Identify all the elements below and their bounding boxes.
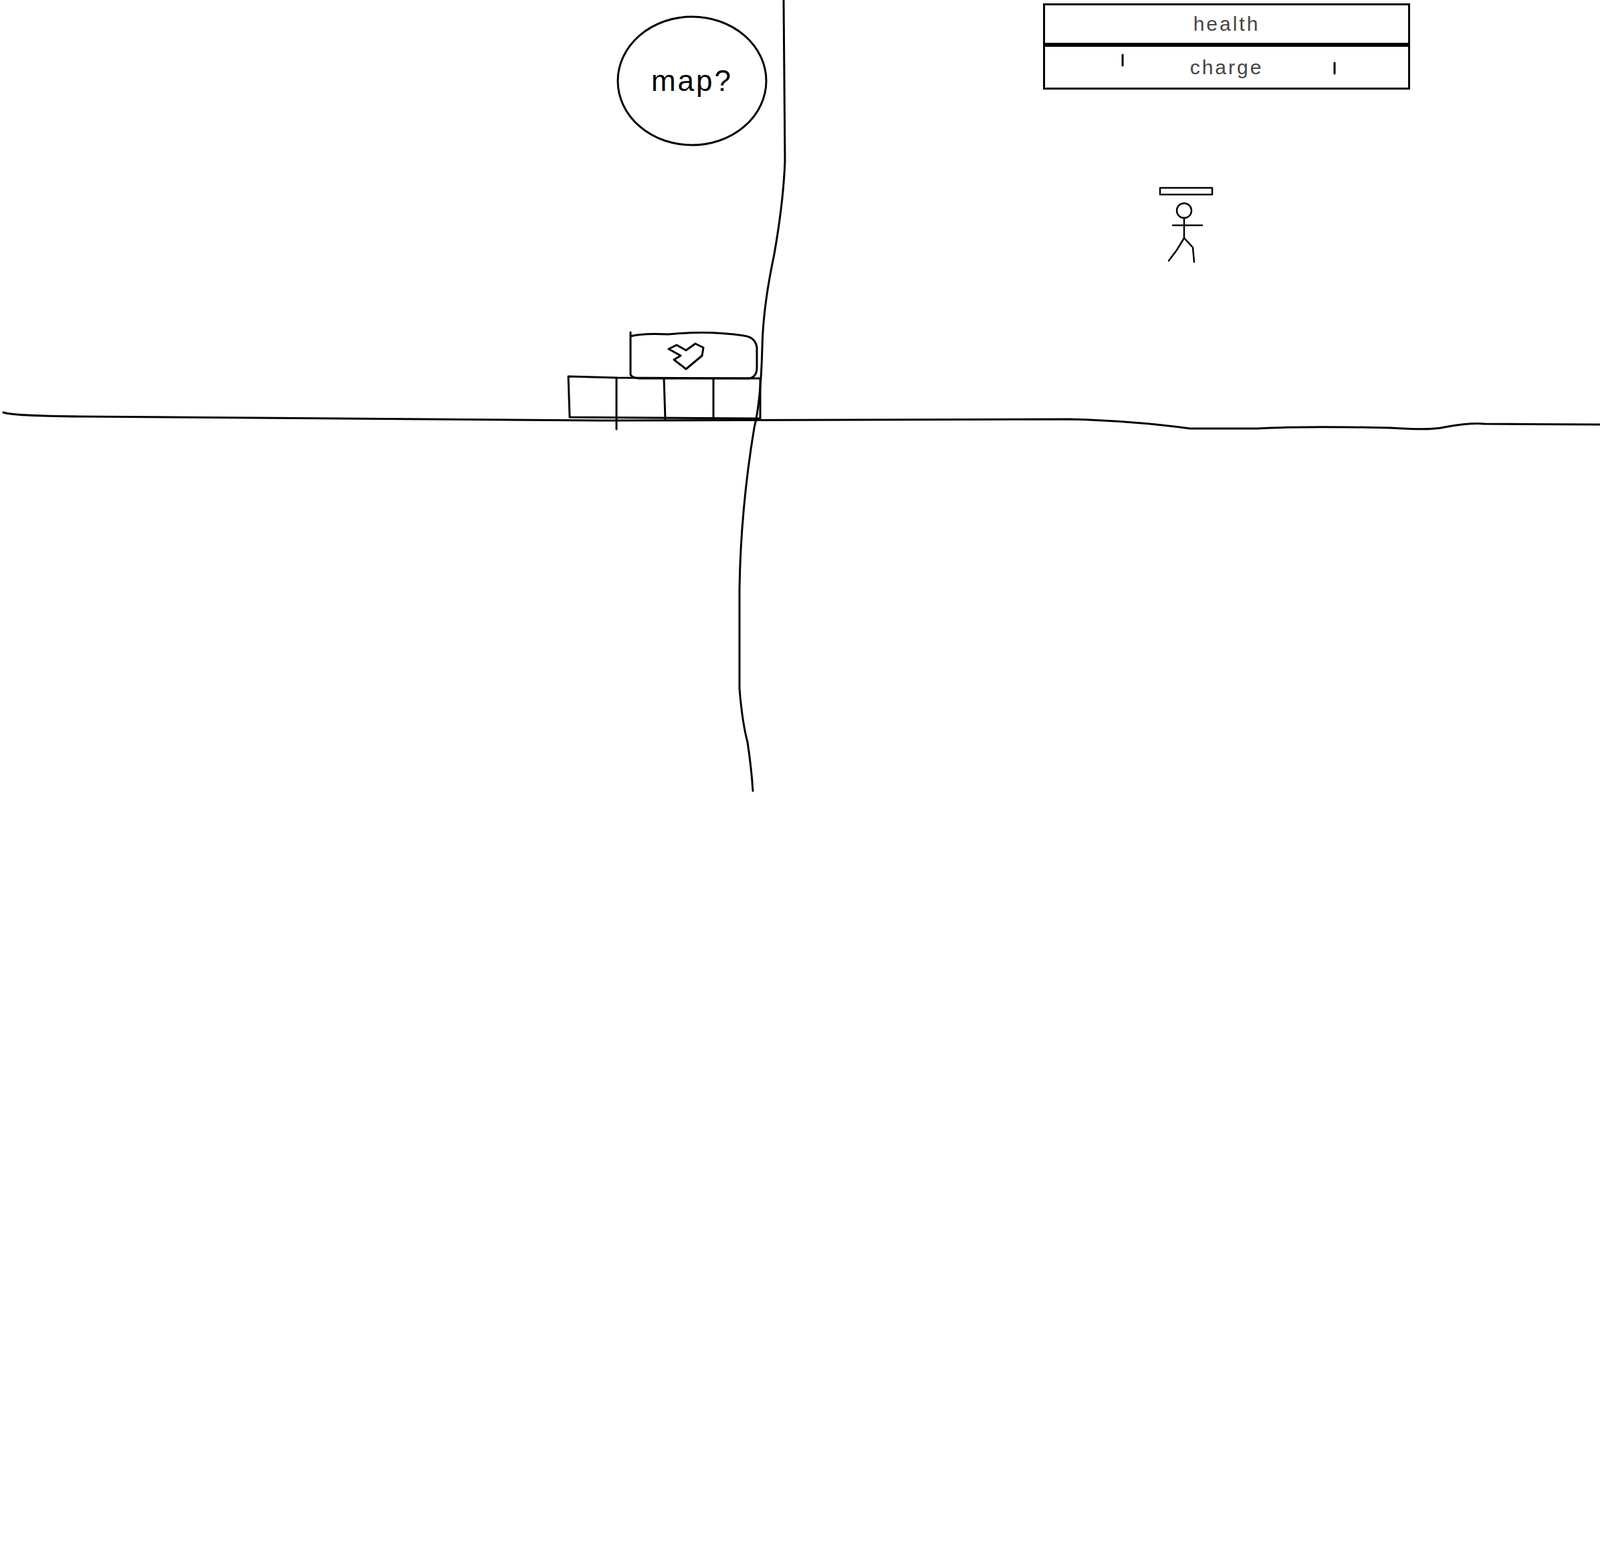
node-label: map? bbox=[651, 64, 733, 98]
charge-bar: charge bbox=[1043, 44, 1411, 90]
heart-icon bbox=[668, 343, 704, 370]
ground-line bbox=[3, 412, 1600, 430]
node-label: charge bbox=[1190, 56, 1264, 79]
heart-slot bbox=[630, 332, 757, 379]
divider-line bbox=[739, 0, 785, 791]
node-label: health bbox=[1193, 12, 1261, 36]
health-bar: health bbox=[1043, 3, 1411, 45]
map-bubble: map? bbox=[616, 15, 768, 147]
player-health-bar bbox=[1160, 187, 1213, 195]
player-figure bbox=[1160, 187, 1213, 263]
charge-tick bbox=[1121, 54, 1124, 66]
hotbar bbox=[568, 376, 761, 430]
charge-tick bbox=[1333, 62, 1336, 74]
